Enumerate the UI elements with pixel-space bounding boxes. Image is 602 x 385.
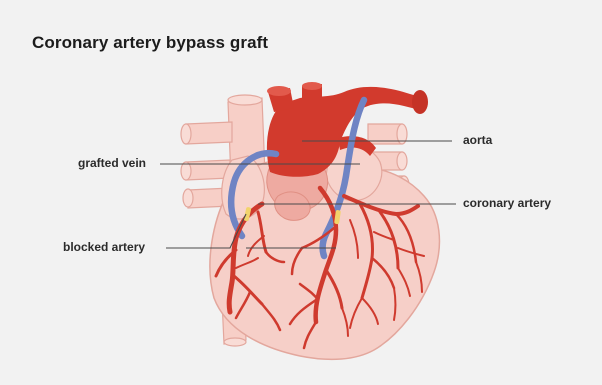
label-blocked-artery: blocked artery: [63, 240, 145, 254]
label-aorta: aorta: [463, 133, 492, 147]
label-grafted-vein: grafted vein: [78, 156, 146, 170]
pulmonary-vein-left-1: [186, 122, 232, 144]
label-coronary-artery: coronary artery: [463, 196, 551, 210]
